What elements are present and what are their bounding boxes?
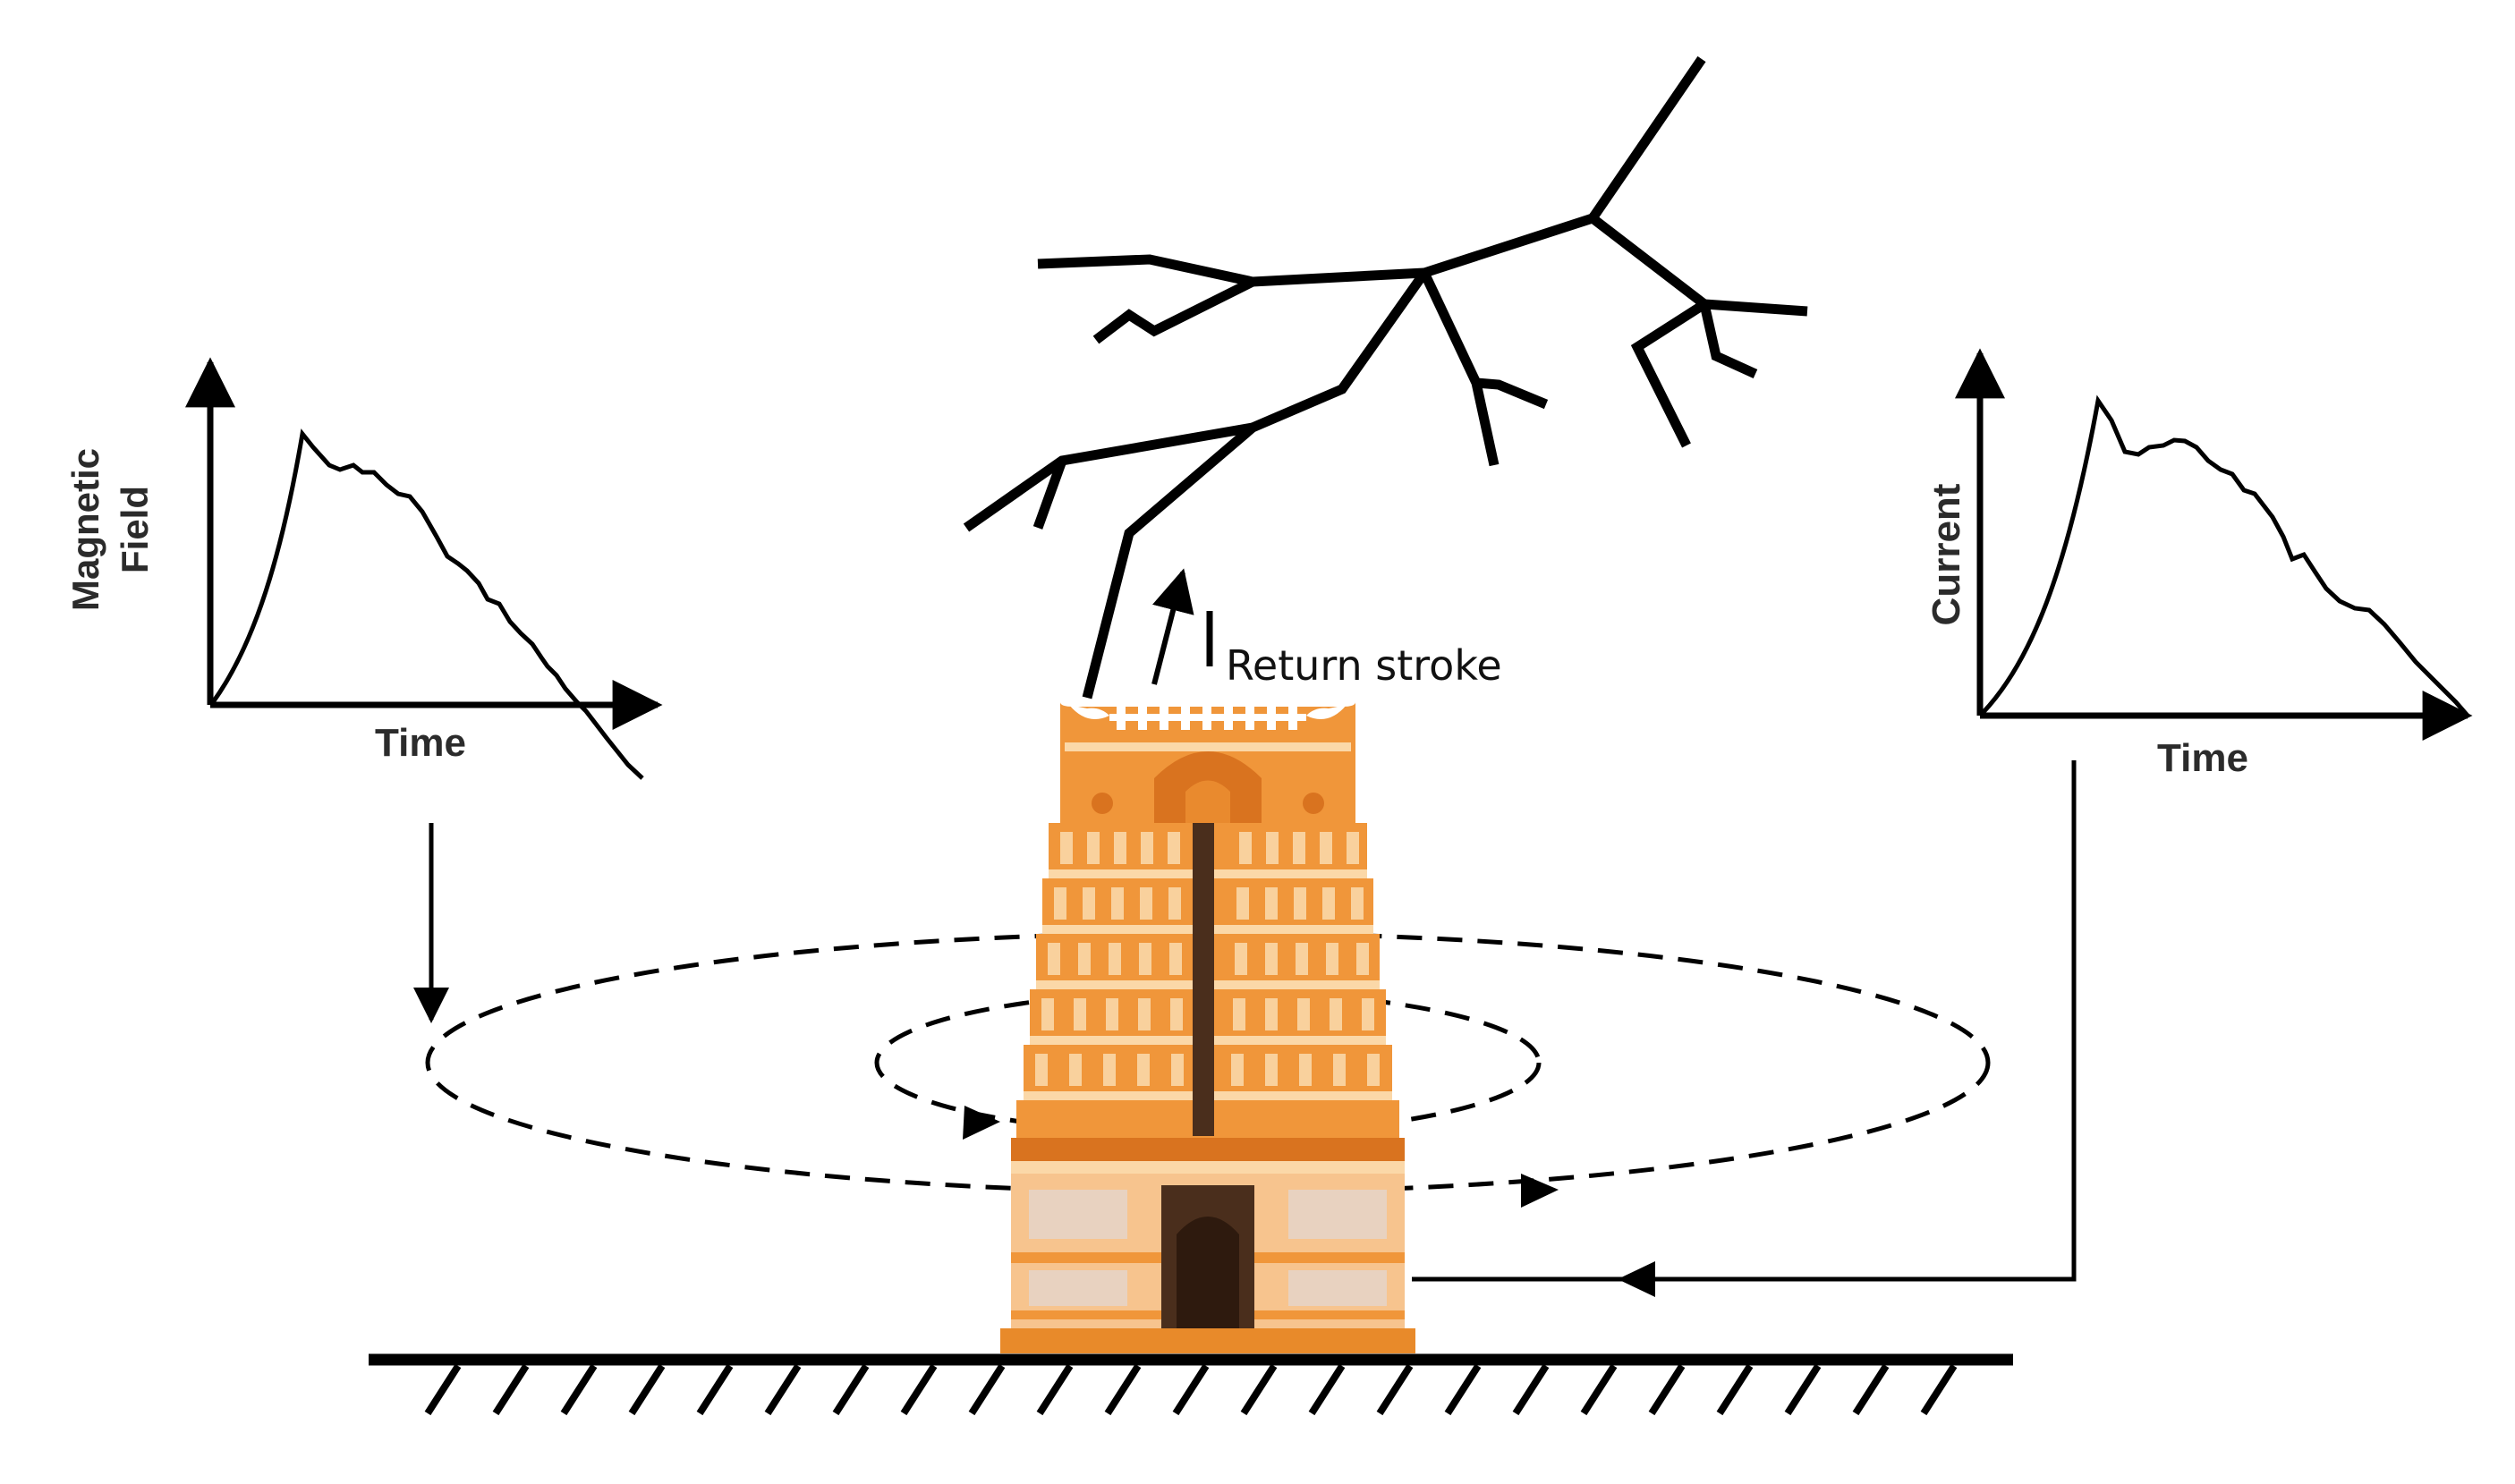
- temple-tower-icon: [1000, 702, 1415, 1353]
- magnetic-field-y-label-1: Magnetic: [64, 448, 106, 611]
- inner-loop-arrowhead: [963, 1106, 1000, 1140]
- current-x-label: Time: [2157, 736, 2248, 780]
- current-connector-arrowhead: [1618, 1261, 1655, 1297]
- lightning-bolt-icon: [963, 55, 1808, 700]
- magnetic-field-y-label-2: Field: [114, 486, 156, 573]
- return-stroke-label: Return stroke: [1226, 641, 1502, 690]
- return-stroke-annotation: Return stroke: [1151, 568, 1502, 690]
- return-stroke-arrow: [1151, 568, 1194, 685]
- magnetic-field-graph: Magnetic Field Time: [64, 357, 663, 780]
- current-y-label: Current: [1924, 483, 1968, 625]
- ground-hatch-icon: [369, 1353, 2013, 1416]
- current-graph: Current Time: [1924, 348, 2473, 780]
- magnetic-field-curve: [210, 428, 644, 780]
- magnetic-field-x-label: Time: [375, 721, 466, 765]
- current-connector: [1412, 760, 2077, 1282]
- outer-loop-arrowhead: [1521, 1174, 1559, 1208]
- current-curve: [1981, 394, 2469, 717]
